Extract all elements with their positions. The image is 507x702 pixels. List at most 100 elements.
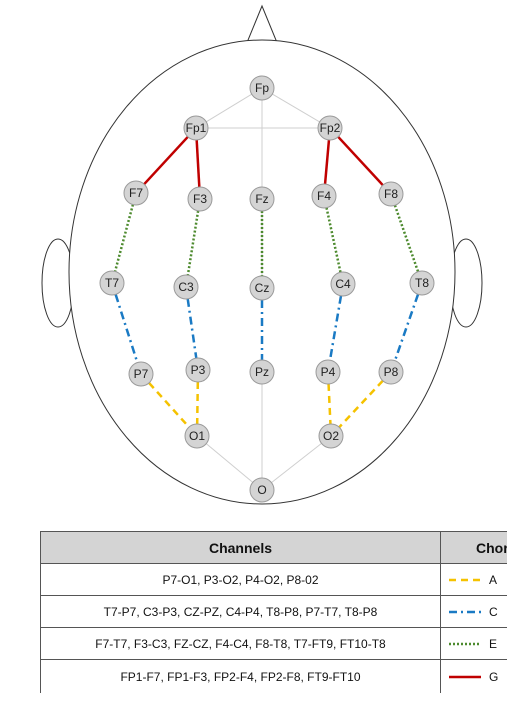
connection-c3-p3 [186,298,198,359]
electrode-circle [317,115,343,141]
electrode-f7: F7 [123,180,149,206]
electrode-fz: Fz [249,186,275,212]
electrode-fp1: Fp1 [183,115,209,141]
chord-g-swatch [447,673,483,681]
guide-line-fp-fp1 [206,93,252,123]
row-chord: A [440,563,507,596]
electrode-c4: C4 [330,271,356,297]
connection-t7-p7 [114,294,139,363]
electrode-circle [249,477,275,503]
chord-letter: E [489,636,498,651]
electrode-circle [249,186,275,212]
electrode-label: P7 [134,367,149,381]
electrode-circle [249,275,275,301]
electrode-o: O [249,477,275,503]
electrode-label: P8 [384,365,399,379]
electrode-label: P3 [191,363,206,377]
chord-column-header: Chord [440,531,507,564]
electrode-label: C3 [178,280,194,294]
table-row: T7-P7, C3-P3, CZ-PZ, C4-P4, T8-P8, P7-T7… [40,595,507,628]
electrode-circle [123,180,149,206]
row-chord: C [440,595,507,628]
row-channels: T7-P7, C3-P3, CZ-PZ, C4-P4, T8-P8, P7-T7… [40,595,441,628]
electrode-circle [315,359,341,385]
montage-legend-table: Channels Chord P7-O1, P3-O2, P4-O2, P8-0… [40,531,507,693]
guide-line-fp-fp2 [272,93,320,123]
electrode-circle [378,181,404,207]
row-chord: G [440,659,507,693]
connection-p4-o2 [327,383,332,425]
table-row: F7-T7, F3-C3, FZ-CZ, F4-C4, F8-T8, T7-FT… [40,627,507,660]
electrode-circle [330,271,356,297]
electrode-label: T7 [105,276,119,290]
electrode-label: O [257,483,266,497]
connection-f7-t7 [113,204,135,272]
electrode-label: F4 [317,189,331,203]
row-channels: P7-O1, P3-O2, P4-O2, P8-02 [40,563,441,596]
row-channels: F7-T7, F3-C3, FZ-CZ, F4-C4, F8-T8, T7-FT… [40,627,441,660]
chord-e-swatch [447,640,483,648]
channels-column-header: Channels [40,531,441,564]
electrode-circle [311,183,337,209]
electrode-fp2: Fp2 [317,115,343,141]
electrode-t7: T7 [99,270,125,296]
chord-c-swatch [447,608,483,616]
electrode-label: O2 [323,429,339,443]
row-chord: E [440,627,507,660]
montage-connections [113,135,420,429]
electrode-f3: F3 [187,186,213,212]
electrode-f8: F8 [378,181,404,207]
chord-letter: G [489,669,499,684]
electrode-circle [249,75,275,101]
connection-t8-p8 [393,293,420,362]
table-row: P7-O1, P3-O2, P4-O2, P8-02 A [40,563,507,596]
connection-fp2-f4 [323,139,331,185]
electrode-p8: P8 [378,359,404,385]
electrode-label: P4 [321,365,336,379]
electrode-f4: F4 [311,183,337,209]
electrode-label: Fp1 [186,121,207,135]
electrode-p3: P3 [185,357,211,383]
electrode-circle [185,357,211,383]
connection-f3-c3 [186,210,200,276]
electrode-label: Cz [255,281,270,295]
connection-c4-p4 [328,295,343,361]
electrode-circle [378,359,404,385]
electrode-t8: T8 [409,270,435,296]
electrode-label: C4 [335,277,351,291]
electrode-label: O1 [189,429,205,443]
electrode-label: Fz [255,192,268,206]
electrode-circle [318,423,344,449]
electrode-pz: Pz [249,359,275,385]
connection-f4-c4 [325,207,342,273]
connection-p8-o2 [338,379,384,429]
electrode-p4: P4 [315,359,341,385]
electrode-label: T8 [415,276,429,290]
electrode-circle [173,274,199,300]
electrode-fp: Fp [249,75,275,101]
electrode-label: Fp2 [320,121,341,135]
electrode-label: Fp [255,81,269,95]
electrode-label: F8 [384,187,398,201]
table-row: FP1-F7, FP1-F3, FP2-F4, FP2-F8, FT9-FT10… [40,659,507,693]
electrode-o1: O1 [184,423,210,449]
head-nose [245,4,279,46]
electrode-circle [249,359,275,385]
electrode-circle [184,423,210,449]
table-header-row: Channels Chord [40,531,507,564]
electrode-label: F7 [129,186,143,200]
row-channels: FP1-F7, FP1-F3, FP2-F4, FP2-F8, FT9-FT10 [40,659,441,693]
chord-letter: A [489,572,498,587]
electrode-circle [187,186,213,212]
guide-line-o2-o [271,443,322,483]
chord-a-swatch [447,576,483,584]
electrode-o2: O2 [318,423,344,449]
connection-fp1-f7 [143,135,189,186]
electrode-circle [99,270,125,296]
guide-line-o1-o [205,443,254,483]
electrode-label: Pz [255,365,269,379]
electrode-cz: Cz [249,275,275,301]
electrode-circle [128,361,154,387]
